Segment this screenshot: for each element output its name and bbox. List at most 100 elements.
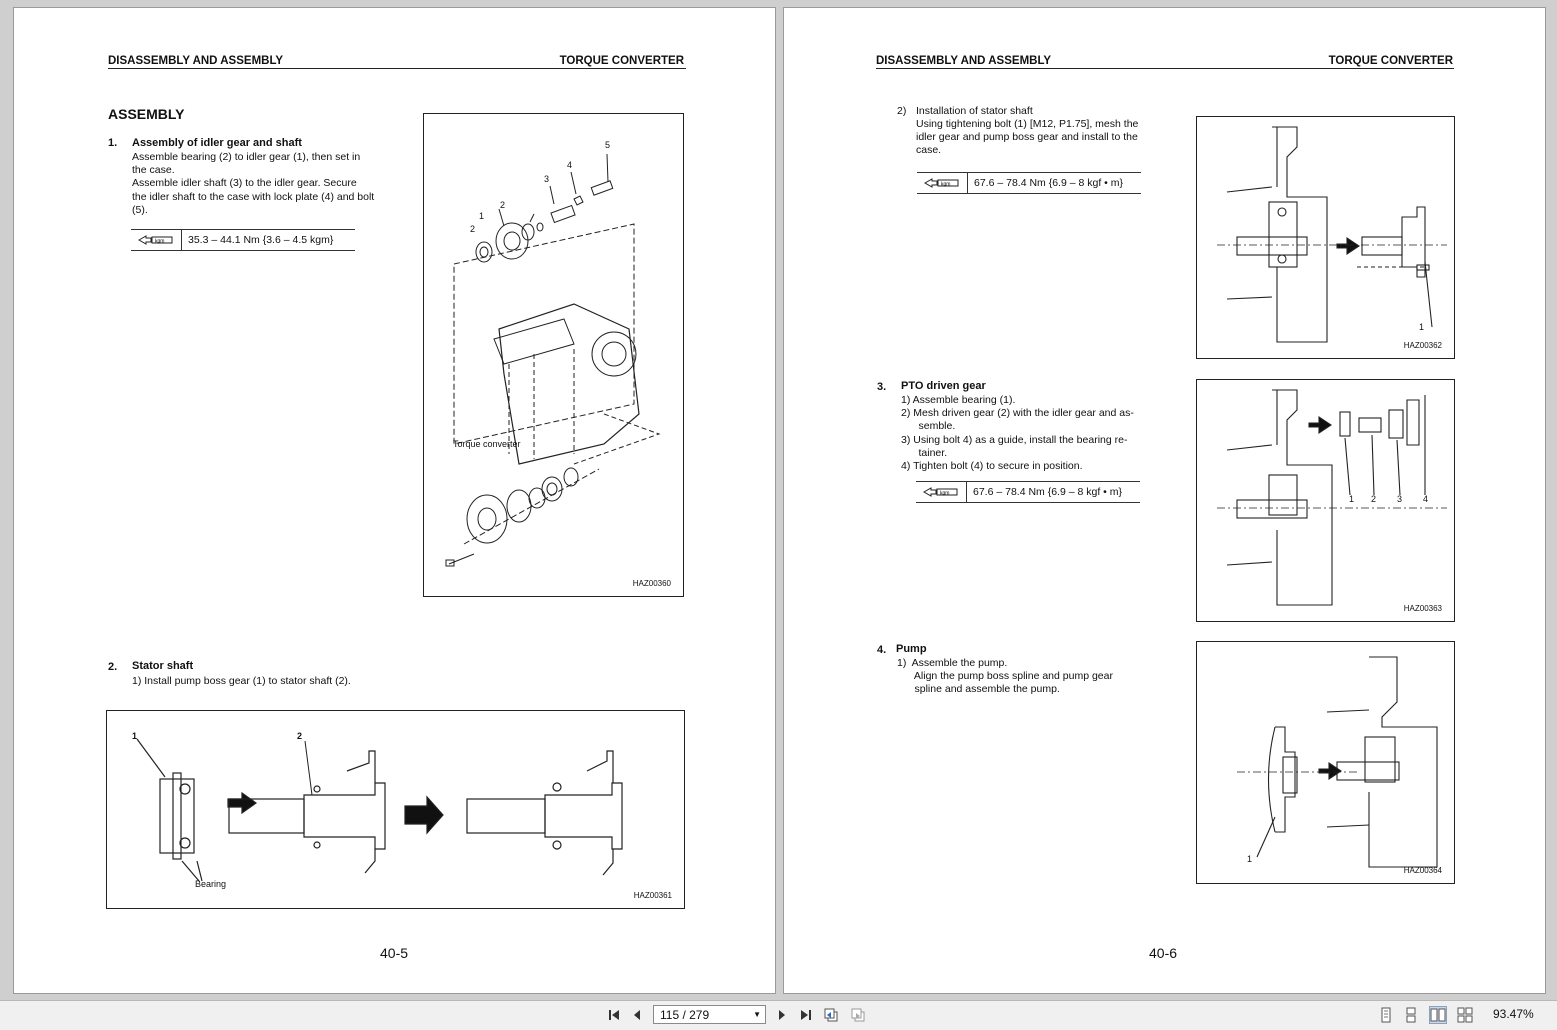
body-line: the idler shaft to the case with lock pl… [132,190,375,203]
page-number-input[interactable]: 115 / 279 ▼ [653,1005,766,1024]
subitem-body: Using tightening bolt (1) [M12, P1.75], … [916,118,1165,158]
torque-value: 67.6 – 78.4 Nm {6.9 – 8 kgf • m} [974,177,1124,189]
figure-stator-install: 1 HAZ00362 [1196,116,1455,359]
continuous-icon[interactable] [1402,1006,1420,1024]
torque-wrench-icon: kgm [131,230,182,250]
stator-install-drawing [1217,126,1447,343]
page-number: 40-6 [1149,945,1178,961]
figure-pump: 1 HAZ00364 [1196,641,1455,884]
prev-page-icon[interactable] [628,1006,646,1024]
item-number: 2. [108,661,118,673]
body-line: 4) Tighten bolt (4) to secure in positio… [901,460,1083,473]
callout-number: 3 [544,174,550,184]
svg-text:kgm: kgm [155,239,164,245]
first-page-icon[interactable] [605,1006,623,1024]
body-line: Align the pump boss spline and pump gear [897,670,1113,683]
item-number: 3. [877,381,887,393]
item-title: Stator shaft [132,660,194,672]
stator-shaft-drawing [136,738,623,882]
go-back-icon[interactable] [822,1006,840,1024]
subitem-title: Installation of stator shaft [916,105,1033,117]
item-number: 1. [108,137,118,149]
header-right: TORQUE CONVERTER [1328,55,1453,67]
document-viewer[interactable]: DISASSEMBLY AND ASSEMBLY TORQUE CONVERTE… [0,0,1557,1000]
torque-spec: kgm 67.6 – 78.4 Nm {6.9 – 8 kgf • m} [917,172,1141,194]
body-line: 1) Assemble bearing (1). [901,394,1016,406]
body-line: case. [916,144,942,157]
figure-code: HAZ00362 [1403,341,1442,350]
body-line: 2) Mesh driven gear (2) with the idler g… [901,407,1134,420]
page-40-5: DISASSEMBLY AND ASSEMBLY TORQUE CONVERTE… [13,7,776,994]
item-body: 1) Assemble the pump. Align the pump bos… [897,657,1165,697]
callout-number: 5 [605,140,611,150]
two-page-continuous-icon[interactable] [1456,1006,1474,1024]
svg-text:kgm: kgm [940,491,949,497]
callout-number: 4 [1423,494,1429,504]
callout-number: 1 [1349,494,1355,504]
figure-stator-shaft: 1 2 Bearing HAZ00361 [106,710,685,909]
figure-code: HAZ00364 [1403,866,1442,875]
figure-pto-gear: 1 2 3 4 HAZ00363 [1196,379,1455,622]
chevron-down-icon[interactable]: ▼ [753,1010,761,1019]
body-line: Assemble bearing (2) to idler gear (1), … [132,151,361,163]
exploded-view-drawing [445,153,661,567]
callout-number: 1 [1419,322,1425,332]
viewer-toolbar: 115 / 279 ▼ 93.47% [0,1000,1557,1030]
item-body: 1) Assemble bearing (1). 2) Mesh driven … [901,394,1165,473]
figure-code: HAZ00363 [1403,604,1442,613]
body-line: (5). [132,203,148,216]
callout-number: 2 [500,200,506,210]
callout-number: 1 [479,211,485,221]
body-line: 1) Assemble the pump. [897,657,1008,669]
svg-text:kgm: kgm [941,182,950,188]
callout-number: 2 [470,224,476,234]
item-title: Assembly of idler gear and shaft [132,137,302,149]
bearing-label: Bearing [195,879,227,889]
item-body: 1) Install pump boss gear (1) to stator … [132,675,351,687]
body-line: the case. [132,164,175,177]
callout-number: 1 [132,731,138,741]
zoom-level[interactable]: 93.47% [1493,1007,1534,1021]
torque-spec: kgm 35.3 – 44.1 Nm {3.6 – 4.5 kgm} [131,229,355,251]
body-line: idler gear and pump boss gear and instal… [916,131,1138,144]
last-page-icon[interactable] [797,1006,815,1024]
callout-number: 2 [297,731,303,741]
callout-number: 3 [1397,494,1403,504]
section-title: ASSEMBLY [108,106,185,122]
callout-number: 2 [1371,494,1377,504]
body-line: semble. [901,420,956,433]
item-title: Pump [896,643,927,655]
torque-value: 35.3 – 44.1 Nm {3.6 – 4.5 kgm} [188,234,334,246]
torque-wrench-icon: kgm [916,482,967,502]
two-page-icon[interactable] [1429,1006,1447,1024]
item-title: PTO driven gear [901,380,986,392]
body-line: tainer. [901,446,948,459]
go-forward-icon[interactable] [849,1006,867,1024]
page-indicator-text: 115 / 279 [660,1007,710,1022]
figure-code: HAZ00361 [633,891,672,900]
figure-code: HAZ00360 [632,579,671,588]
header-rule [108,68,686,69]
subitem-number: 2) [897,105,907,117]
torque-spec: kgm 67.6 – 78.4 Nm {6.9 – 8 kgf • m} [916,481,1140,503]
page-number: 40-5 [380,945,409,961]
header-left: DISASSEMBLY AND ASSEMBLY [108,55,284,67]
header-right: TORQUE CONVERTER [559,55,684,67]
header-rule [876,68,1454,69]
body-line: spline and assemble the pump. [897,683,1060,696]
item-number: 4. [877,644,887,656]
page-40-6: DISASSEMBLY AND ASSEMBLY TORQUE CONVERTE… [783,7,1546,994]
pump-drawing [1237,656,1438,868]
callout-number: 1 [1247,854,1253,864]
pto-gear-drawing [1217,389,1447,606]
body-line: 3) Using bolt 4) as a guide, install the… [901,433,1128,446]
torque-value: 67.6 – 78.4 Nm {6.9 – 8 kgf • m} [973,486,1123,498]
item-body: Assemble bearing (2) to idler gear (1), … [132,151,386,217]
torque-wrench-icon: kgm [917,173,968,193]
body-line: Using tightening bolt (1) [M12, P1.75], … [916,118,1139,130]
single-page-icon[interactable] [1377,1006,1395,1024]
figure-idler-gear: 2 1 2 3 4 5 Torque converter HAZ00360 [423,113,684,597]
body-line: Assemble idler shaft (3) to the idler ge… [132,177,357,190]
next-page-icon[interactable] [773,1006,791,1024]
torque-converter-label: Torque converter [453,439,521,449]
